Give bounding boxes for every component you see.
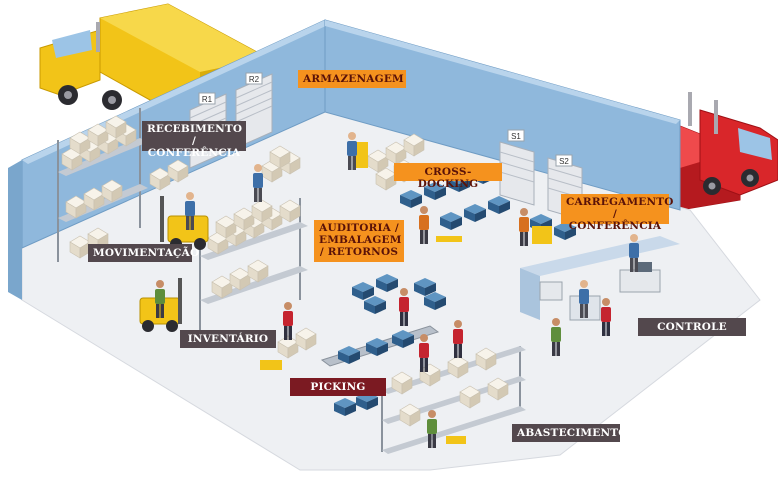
label-auditoria-line1: AUDITORIA / xyxy=(319,222,399,234)
storage-rack-left xyxy=(57,108,148,262)
label-recebimento-line1: RECEBIMENTO / xyxy=(147,123,243,147)
picking-conveyor xyxy=(320,325,440,416)
label-auditoria-line2: EMBALAGEM xyxy=(319,234,402,246)
inventory-rack xyxy=(199,198,317,359)
label-controle: CONTROLE xyxy=(638,318,746,336)
label-carregamento-line1: CARREGAMENTO xyxy=(566,196,674,208)
door-label-s2: S2 xyxy=(559,157,569,166)
label-controle-text: CONTROLE xyxy=(657,321,727,333)
storage-pallet xyxy=(356,133,425,191)
label-inventario: INVENTÁRIO xyxy=(180,330,276,348)
label-movimentacao: MOVIMENTAÇÃO xyxy=(88,244,200,262)
label-abastecimento-text: ABASTECIMENTO xyxy=(517,427,628,439)
label-inventario-text: INVENTÁRIO xyxy=(187,333,269,345)
label-picking-text: PICKING xyxy=(310,381,366,393)
label-cross-docking: CROSS-DOCKING xyxy=(394,163,502,190)
door-label-r2: R2 xyxy=(249,75,260,84)
label-recebimento: RECEBIMENTO / CONFERÊNCIA xyxy=(142,121,246,159)
dock-door-s1: S1 xyxy=(499,129,535,206)
label-auditoria-line3: / RETORNOS xyxy=(319,246,399,258)
label-auditoria: AUDITORIA / EMBALAGEM / RETORNOS xyxy=(314,220,404,262)
label-picking: PICKING xyxy=(290,378,386,396)
door-label-r1: R1 xyxy=(202,95,213,104)
label-abastecimento: ABASTECIMENTO xyxy=(512,424,628,442)
label-armazenagem: ARMAZENAGEM xyxy=(298,70,406,88)
label-carregamento: CARREGAMENTO / CONFERÊNCIA xyxy=(561,194,674,232)
pallet-jack xyxy=(260,226,552,444)
label-cross-docking-text: CROSS-DOCKING xyxy=(417,166,479,190)
label-armazenagem-text: ARMAZENAGEM xyxy=(303,73,404,85)
label-recebimento-line2: CONFERÊNCIA xyxy=(147,147,241,159)
label-carregamento-line2: / CONFERÊNCIA xyxy=(568,208,662,232)
door-label-s1: S1 xyxy=(511,132,521,141)
label-movimentacao-text: MOVIMENTAÇÃO xyxy=(93,247,200,259)
supply-shelf xyxy=(381,346,526,454)
forklift-inventario xyxy=(139,278,182,332)
